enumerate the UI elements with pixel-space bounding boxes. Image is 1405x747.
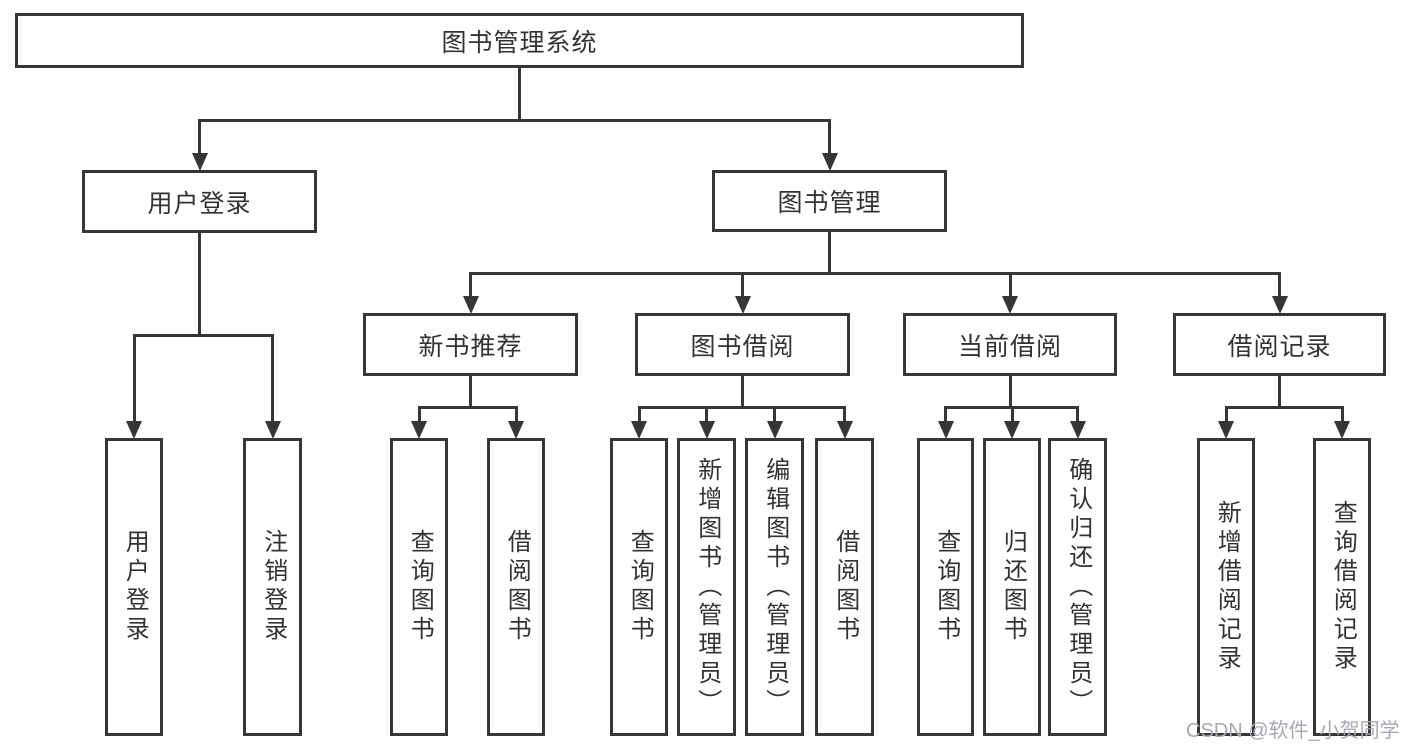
node-label-bb-query: 查询图书 xyxy=(626,529,654,645)
connector-line xyxy=(198,120,201,156)
connector-line xyxy=(1008,376,1012,407)
connector-line xyxy=(705,407,708,424)
node-current-borrow: 当前借阅 xyxy=(903,313,1117,376)
node-label-nbr-borrow: 借阅图书 xyxy=(503,529,531,645)
arrowhead-icon xyxy=(191,153,208,171)
node-bb-edit: 编辑图书（管理员） xyxy=(745,438,804,736)
node-label-cb-confirm: 确认归还（管理员） xyxy=(1064,456,1092,718)
connector-line xyxy=(469,376,472,407)
connector-line xyxy=(514,407,518,424)
node-label-bb-borrow: 借阅图书 xyxy=(831,529,859,645)
connector-line xyxy=(1278,376,1281,407)
arrowhead-icon xyxy=(1218,421,1234,439)
connector-line xyxy=(944,407,947,424)
connector-line xyxy=(417,405,518,409)
node-new-book-rec: 新书推荐 xyxy=(363,313,578,376)
connector-line xyxy=(637,405,846,409)
node-label-new-book-rec: 新书推荐 xyxy=(418,332,523,361)
arrowhead-icon xyxy=(1334,421,1350,439)
node-label-user-login: 用户登录 xyxy=(147,189,252,218)
node-bb-add: 新增图书（管理员） xyxy=(677,438,736,736)
node-label-book-borrow: 图书借阅 xyxy=(690,332,795,361)
arrowhead-icon xyxy=(1271,296,1288,314)
node-label-root: 图书管理系统 xyxy=(441,28,598,57)
connector-line xyxy=(198,118,831,122)
node-logout: 注销登录 xyxy=(243,438,302,736)
arrowhead-icon xyxy=(264,421,281,439)
arrowhead-icon xyxy=(734,296,751,314)
arrowhead-icon xyxy=(631,421,647,439)
connector-line xyxy=(1340,407,1344,424)
connector-line xyxy=(637,407,641,424)
node-label-nbr-query: 查询图书 xyxy=(406,529,434,645)
node-cb-confirm: 确认归还（管理员） xyxy=(1048,438,1107,736)
node-label-login: 用户登录 xyxy=(121,529,149,645)
arrowhead-icon xyxy=(411,421,427,439)
connector-line xyxy=(271,335,274,424)
connector-line xyxy=(132,333,274,337)
arrowhead-icon xyxy=(937,421,954,439)
node-label-bb-add: 新增图书（管理员） xyxy=(693,456,721,718)
arrowhead-icon xyxy=(821,153,838,171)
node-label-borrow-records: 借阅记录 xyxy=(1227,332,1332,361)
node-cb-query: 查询图书 xyxy=(917,438,974,736)
node-cb-return: 归还图书 xyxy=(983,438,1041,736)
node-borrow-records: 借阅记录 xyxy=(1173,313,1386,376)
node-br-add: 新增借阅记录 xyxy=(1197,438,1255,736)
connector-line xyxy=(1008,273,1012,299)
arrowhead-icon xyxy=(126,421,142,439)
arrowhead-icon xyxy=(1002,296,1018,314)
arrowhead-icon xyxy=(1004,421,1020,439)
node-label-cb-return: 归还图书 xyxy=(999,529,1027,645)
connector-line xyxy=(518,68,521,120)
node-user-login: 用户登录 xyxy=(82,170,317,233)
node-label-cb-query: 查询图书 xyxy=(932,529,960,645)
node-bb-borrow: 借阅图书 xyxy=(815,438,874,736)
connector-line xyxy=(843,407,846,424)
node-root: 图书管理系统 xyxy=(15,13,1024,68)
connector-line xyxy=(132,335,136,424)
csdn-watermark: CSDN @软件_小贺同学 xyxy=(1186,720,1400,742)
connector-line xyxy=(198,233,201,335)
connector-line xyxy=(741,376,744,407)
connector-line xyxy=(828,120,831,156)
connector-line xyxy=(1076,407,1079,424)
arrowhead-icon xyxy=(698,421,715,439)
arrowhead-icon xyxy=(766,421,783,439)
connector-line xyxy=(828,232,831,273)
connector-line xyxy=(417,407,421,424)
node-label-logout: 注销登录 xyxy=(259,529,287,645)
connector-line xyxy=(1010,407,1014,424)
connector-line xyxy=(1278,273,1281,299)
connector-line xyxy=(741,273,744,299)
arrowhead-icon xyxy=(508,421,524,439)
arrowhead-icon xyxy=(836,421,853,439)
arrowhead-icon xyxy=(1069,421,1086,439)
node-label-br-query: 查询借阅记录 xyxy=(1329,500,1357,674)
node-label-bb-edit: 编辑图书（管理员） xyxy=(761,456,789,718)
connector-line xyxy=(469,273,472,299)
node-label-br-add: 新增借阅记录 xyxy=(1213,500,1241,674)
node-book-borrow: 图书借阅 xyxy=(635,313,850,376)
node-book-mgmt: 图书管理 xyxy=(712,170,947,232)
arrowhead-icon xyxy=(462,296,479,314)
node-login: 用户登录 xyxy=(105,438,163,736)
node-nbr-borrow: 借阅图书 xyxy=(487,438,545,736)
node-br-query: 查询借阅记录 xyxy=(1313,438,1371,736)
connector-line xyxy=(773,407,776,424)
node-nbr-query: 查询图书 xyxy=(390,438,448,736)
connector-line xyxy=(469,271,1281,275)
connector-line xyxy=(1224,407,1228,424)
connector-line xyxy=(1224,405,1344,409)
node-label-current-borrow: 当前借阅 xyxy=(957,332,1062,361)
node-bb-query: 查询图书 xyxy=(610,438,668,736)
node-label-book-mgmt: 图书管理 xyxy=(777,189,882,217)
